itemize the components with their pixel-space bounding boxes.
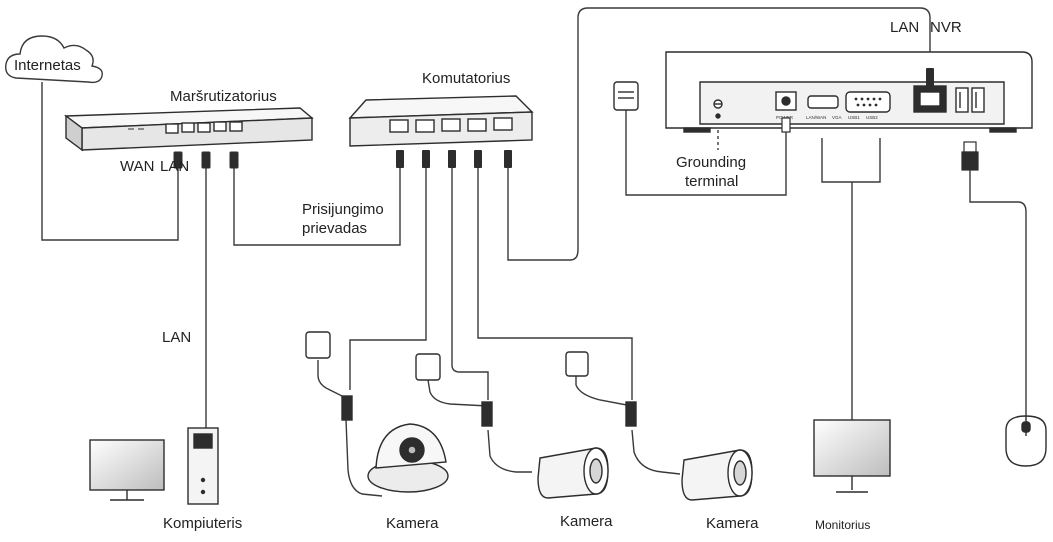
uplink-port-label-2: prievadas	[302, 220, 368, 237]
cable-nvr-power	[625, 108, 787, 196]
camera-2-label: Kamera	[560, 513, 613, 530]
cable-switch-nvr	[507, 7, 931, 261]
router-label: Maršrutizatorius	[170, 88, 277, 105]
cables	[41, 7, 1027, 497]
cable-monitor	[821, 138, 881, 183]
svg-text:VGA: VGA	[832, 115, 842, 120]
cable-router-switch	[233, 168, 401, 246]
nvr-lan-plug	[926, 68, 934, 86]
uplink-port-label-1: Prisijungimo	[302, 201, 384, 218]
usb-plug	[961, 141, 979, 171]
monitor-device	[813, 419, 891, 493]
cable-internet-wan	[41, 82, 179, 241]
cable-switch-camera3	[477, 168, 633, 400]
switch-label: Komutatorius	[422, 70, 511, 87]
router-plugs	[173, 151, 239, 169]
router-device	[63, 107, 314, 152]
camera-2-device	[415, 353, 609, 499]
nvr-power-adapter-icon	[613, 81, 639, 111]
cable-mouse	[969, 170, 1027, 418]
grounding-label-2: terminal	[685, 173, 739, 190]
monitor-label: Monitorius	[815, 518, 871, 532]
switch-device	[348, 95, 534, 147]
mouse-device	[1005, 415, 1047, 467]
computer-label: Kompiuteris	[163, 515, 243, 532]
camera-1-device	[305, 331, 449, 493]
nvr-lan-label: LAN	[890, 19, 920, 36]
internet-label: Internetas	[14, 57, 81, 74]
computer-device	[89, 427, 219, 505]
switch-plugs	[396, 150, 512, 168]
svg-text:USB2: USB2	[866, 115, 878, 120]
router-lan-label: LAN	[160, 158, 190, 175]
internet-cloud-icon	[5, 35, 103, 84]
svg-text:LAN/WAN: LAN/WAN	[806, 115, 826, 120]
nvr-power-plug	[781, 117, 791, 133]
pc-lan-label: LAN	[162, 329, 192, 346]
svg-text:USB1: USB1	[848, 115, 860, 120]
camera-3-label: Kamera	[706, 515, 759, 532]
grounding-label-1: Grounding	[676, 154, 747, 171]
camera-3-device	[565, 351, 753, 501]
cable-switch-camera1	[349, 168, 427, 390]
nvr-label: NVR	[930, 19, 962, 36]
router-wan-label: WAN	[120, 158, 155, 175]
nvr-device	[665, 51, 1033, 133]
camera-1-label: Kamera	[386, 515, 439, 532]
cable-switch-camera2	[451, 168, 489, 400]
